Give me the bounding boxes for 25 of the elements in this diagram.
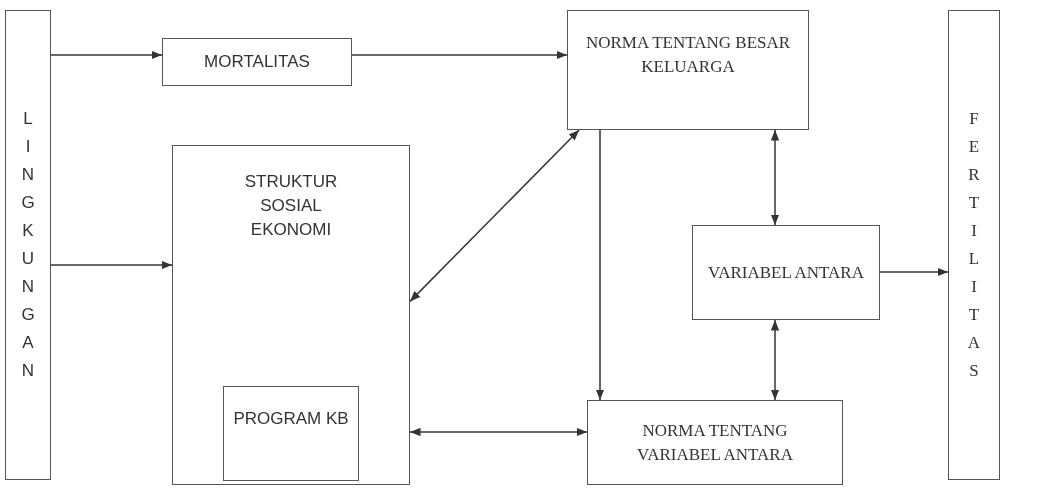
vertical-label-box — [5, 10, 51, 480]
arrow — [879, 267, 949, 277]
node-label: FERTILITAS — [967, 108, 981, 382]
node-label: NORMA TENTANG BESAR KELUARGA — [584, 32, 792, 78]
process-box — [587, 400, 843, 485]
arrow — [770, 319, 780, 401]
arrow — [351, 50, 568, 60]
node-label: VARIABEL ANTARA — [707, 261, 865, 284]
arrow — [770, 129, 780, 226]
arrow — [409, 129, 580, 303]
node-label: PROGRAM KB — [232, 408, 350, 430]
arrow — [50, 260, 173, 270]
process-box — [172, 145, 410, 485]
process-box — [692, 225, 880, 320]
process-box — [162, 38, 352, 86]
node-label: MORTALITAS — [203, 51, 311, 73]
process-box — [567, 10, 809, 130]
node-label: STRUKTUR SOSIAL EKONOMI — [243, 171, 339, 241]
arrow — [595, 129, 605, 401]
node-label: LINGKUNGAN — [21, 108, 35, 382]
vertical-label-box — [948, 10, 1000, 480]
process-box — [223, 386, 359, 481]
arrow — [50, 50, 163, 60]
node-label: NORMA TENTANG VARIABEL ANTARA — [636, 419, 794, 466]
arrow — [409, 427, 588, 437]
